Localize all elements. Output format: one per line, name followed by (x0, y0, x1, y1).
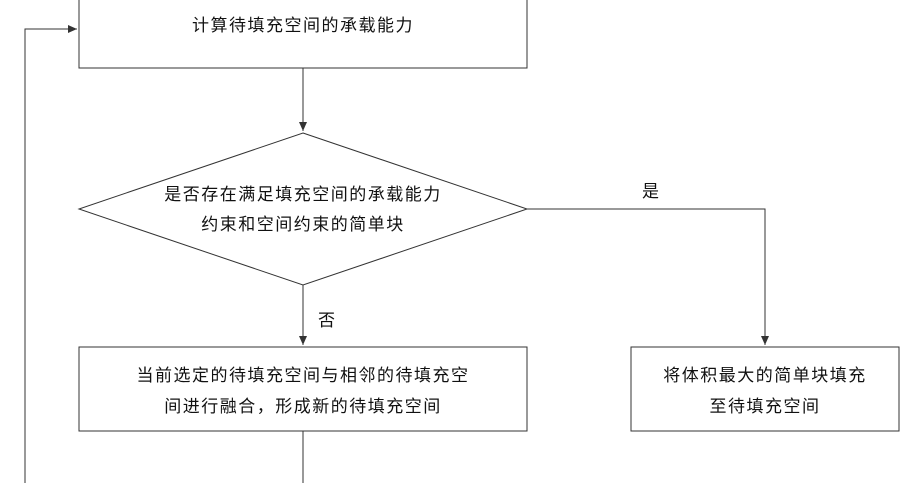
merge-space-text-line2: 间进行融合，形成新的待填充空间 (164, 397, 442, 417)
fill-block-text-line1: 将体积最大的简单块填充 (663, 366, 867, 386)
fill-block-text-line2: 至待填充空间 (710, 397, 821, 417)
decision-shape (79, 133, 527, 285)
edge-label-no: 否 (318, 311, 335, 331)
fill-block-rect (631, 347, 899, 431)
edge-loop-back (25, 29, 77, 483)
merge-space-text-line1: 当前选定的待填充空间与相邻的待填充空 (137, 366, 470, 386)
merge-space-rect (79, 347, 527, 431)
decision-text-line2: 约束和空间约束的简单块 (201, 215, 405, 235)
compute-capacity-box: 计算待填充空间的承载能力 (79, 0, 527, 68)
edge-decision-yes (527, 209, 765, 345)
merge-space-box: 当前选定的待填充空间与相邻的待填充空 间进行融合，形成新的待填充空间 (79, 347, 527, 431)
edge-label-yes: 是 (642, 182, 659, 202)
compute-capacity-text: 计算待填充空间的承载能力 (192, 16, 414, 36)
decision-text-line1: 是否存在满足填充空间的承载能力 (164, 185, 442, 205)
fill-block-box: 将体积最大的简单块填充 至待填充空间 (631, 347, 899, 431)
decision-diamond: 是否存在满足填充空间的承载能力 约束和空间约束的简单块 (79, 133, 527, 285)
